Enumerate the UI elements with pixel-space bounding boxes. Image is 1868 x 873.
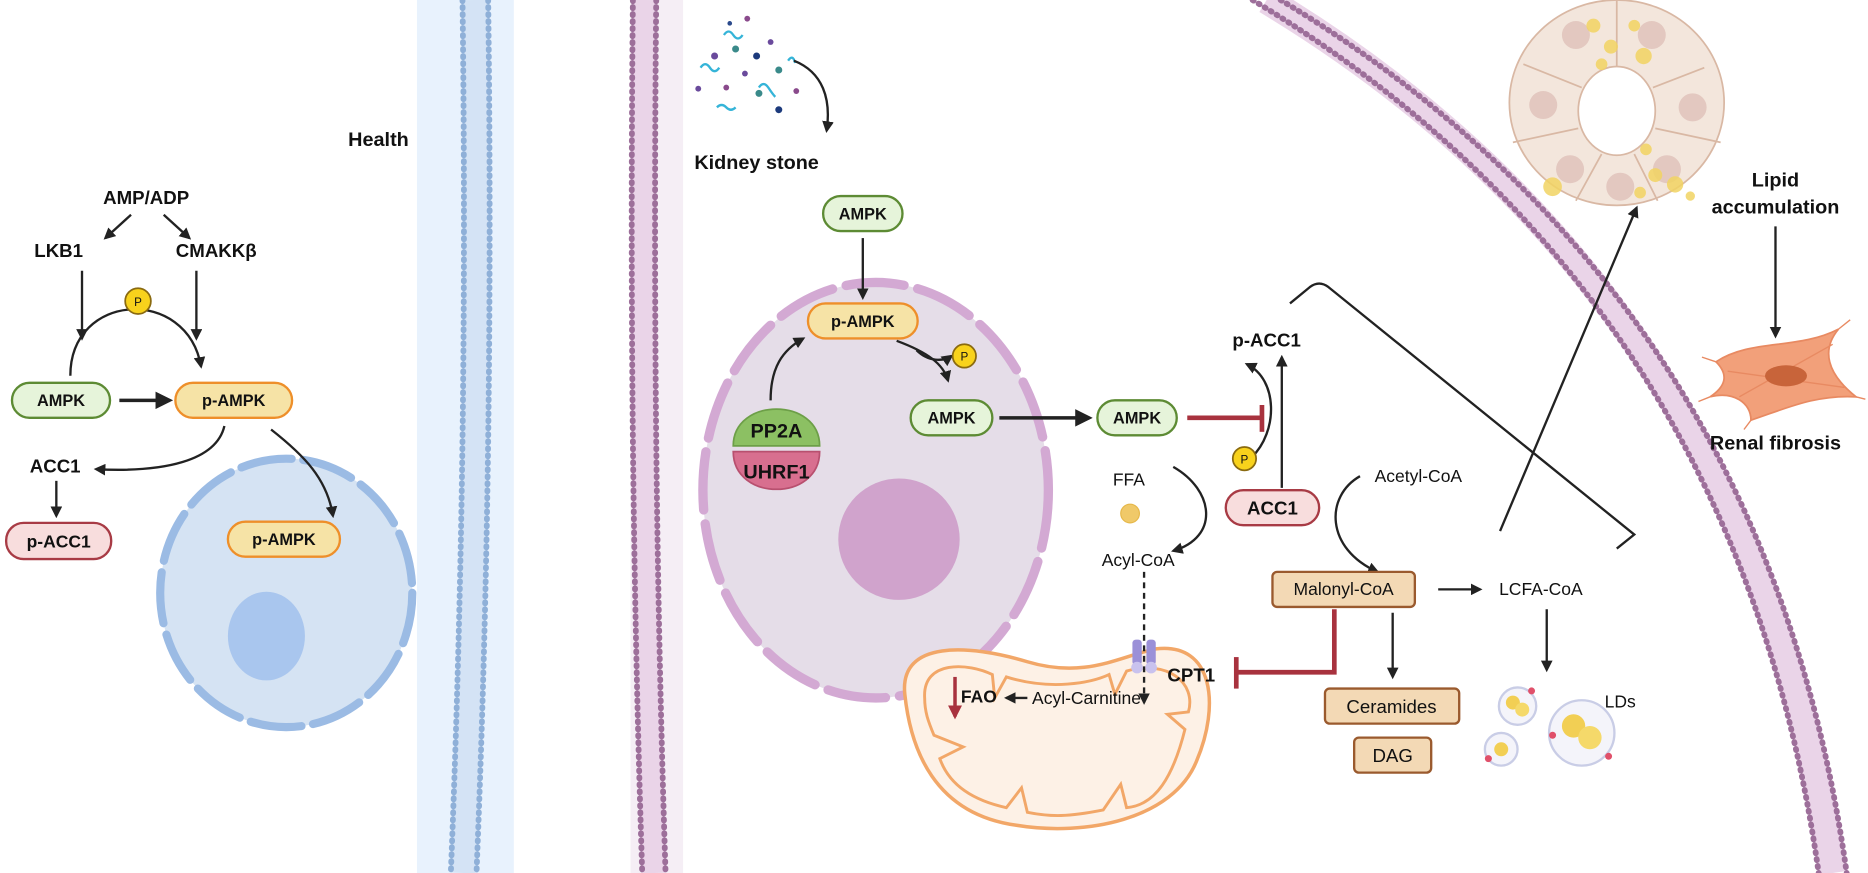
renal-fibrosis-label: Renal fibrosis bbox=[1710, 432, 1841, 454]
ceramides-node: Ceramides bbox=[1323, 687, 1461, 725]
kidney-stone-title: Kidney stone bbox=[694, 152, 819, 174]
acc1-node: ACC1 bbox=[1224, 489, 1321, 527]
phosphate-icon: P bbox=[951, 343, 977, 369]
stone-cell bbox=[698, 277, 1054, 703]
arrow-ffa-to-acylcoa bbox=[1171, 465, 1208, 554]
svg-text:ACC1: ACC1 bbox=[1247, 498, 1298, 519]
lipid-accumulation-label-line2: accumulation bbox=[1712, 197, 1840, 219]
phosphate-icon: P bbox=[124, 287, 152, 315]
uhrf1-protein: UHRF1 bbox=[732, 450, 821, 491]
acetyl-coa-label: Acetyl-CoA bbox=[1375, 466, 1463, 486]
kidney-stone-crystals-icon bbox=[695, 15, 800, 114]
renal-tubule-lipid-icon bbox=[1508, 0, 1725, 207]
p-ampk-node: p-AMPK bbox=[174, 381, 294, 419]
nucleus bbox=[838, 478, 960, 600]
healthy-cell bbox=[156, 454, 417, 732]
svg-text:P: P bbox=[1241, 453, 1249, 466]
cpt1-label: CPT1 bbox=[1167, 665, 1215, 686]
svg-text:p-AMPK: p-AMPK bbox=[252, 531, 316, 549]
svg-text:AMPK: AMPK bbox=[1113, 410, 1161, 428]
phosphorylation-arc bbox=[69, 308, 206, 376]
healthy-membrane bbox=[416, 0, 514, 873]
acyl-carnitine-label: Acyl-Carnitine bbox=[1032, 688, 1141, 708]
lipid-accumulation-label-line1: Lipid bbox=[1752, 170, 1799, 192]
ffa-label: FFA bbox=[1113, 470, 1145, 490]
arrow-phospho-to-pacc1 bbox=[1244, 362, 1273, 459]
pp2a-protein: PP2A bbox=[732, 408, 821, 447]
svg-text:UHRF1: UHRF1 bbox=[743, 462, 809, 484]
svg-text:P: P bbox=[134, 296, 142, 309]
svg-text:AMPK: AMPK bbox=[927, 410, 975, 428]
dag-node: DAG bbox=[1352, 736, 1433, 774]
svg-text:p-AMPK: p-AMPK bbox=[831, 313, 895, 331]
cpt1-channel-icon bbox=[1131, 639, 1157, 674]
p-acc1-node: p-ACC1 bbox=[4, 521, 113, 561]
inhibition-ampk-acc1 bbox=[1187, 404, 1265, 432]
nuclear-p-ampk-node: p-AMPK bbox=[226, 520, 342, 558]
fibroblast-icon bbox=[1698, 319, 1866, 430]
svg-text:DAG: DAG bbox=[1372, 745, 1412, 766]
inhibition-malonyl-cpt1 bbox=[1233, 609, 1337, 689]
stone-membrane-left bbox=[628, 0, 684, 873]
arrow-acetyl-to-malonyl bbox=[1334, 475, 1380, 574]
svg-text:AMPK: AMPK bbox=[37, 392, 85, 410]
malonyl-coa-node: Malonyl-CoA bbox=[1271, 570, 1417, 609]
nucleus bbox=[227, 591, 305, 681]
lds-label: LDs bbox=[1605, 691, 1636, 711]
mitochondrion bbox=[902, 646, 1212, 831]
cyto-ampk-node: AMPK bbox=[1096, 399, 1178, 437]
p-acc1-label: p-ACC1 bbox=[1232, 330, 1300, 351]
acc1-feedback-line bbox=[1289, 282, 1637, 550]
svg-text:AMPK: AMPK bbox=[839, 205, 887, 223]
stone-p-ampk-node: p-AMPK bbox=[806, 302, 919, 340]
fao-label: FAO bbox=[961, 687, 997, 707]
phosphate-icon: P bbox=[1231, 446, 1257, 472]
stone-ampk-inner-node: AMPK bbox=[909, 399, 994, 437]
lkb1-label: LKB1 bbox=[34, 240, 83, 261]
svg-text:p-AMPK: p-AMPK bbox=[202, 392, 266, 410]
svg-text:p-ACC1: p-ACC1 bbox=[27, 531, 91, 551]
svg-text:P: P bbox=[960, 351, 968, 364]
amp-adp-label: AMP/ADP bbox=[103, 187, 189, 208]
health-title: Health bbox=[348, 129, 409, 151]
stone-membrane-right bbox=[1249, 0, 1850, 873]
arrow-stone-to-cell bbox=[793, 59, 834, 134]
svg-text:Malonyl-CoA: Malonyl-CoA bbox=[1294, 579, 1394, 599]
arrow-amp-to-camkk bbox=[162, 213, 192, 240]
arrow-release-phosphate bbox=[915, 349, 954, 367]
camkk-label: CMAKKβ bbox=[176, 240, 257, 261]
arrow-pp2a-to-pampk bbox=[769, 337, 806, 401]
arrow-amp-to-lkb1 bbox=[103, 213, 132, 240]
arrow-to-lipid-accumulation bbox=[1498, 205, 1639, 532]
acc1-label: ACC1 bbox=[30, 456, 81, 477]
lcfa-coa-label: LCFA-CoA bbox=[1499, 579, 1583, 599]
ampk-node: AMPK bbox=[10, 381, 112, 419]
ampk-top-node: AMPK bbox=[821, 194, 904, 233]
acyl-coa-label: Acyl-CoA bbox=[1102, 550, 1175, 570]
ffa-droplet-icon bbox=[1120, 503, 1140, 524]
arrow-pampk-to-nucleus bbox=[270, 428, 338, 519]
arrow-pampk-to-acc1 bbox=[93, 425, 226, 476]
svg-text:Ceramides: Ceramides bbox=[1346, 696, 1436, 717]
lipid-droplets-icon bbox=[1483, 686, 1616, 767]
svg-text:PP2A: PP2A bbox=[751, 421, 803, 443]
